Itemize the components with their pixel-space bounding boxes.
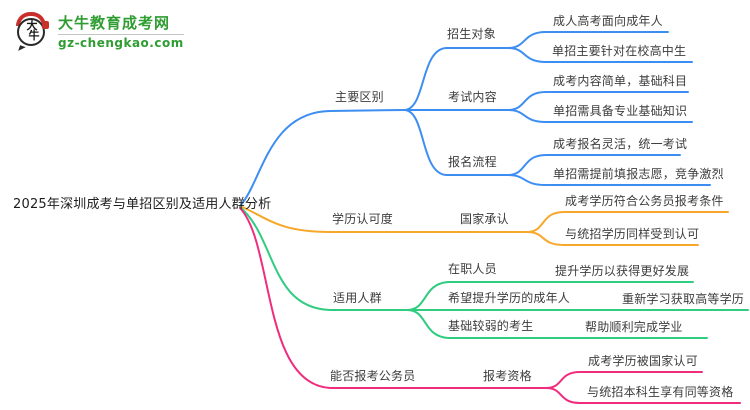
logo-bull-icon: 大牛 bbox=[16, 12, 50, 53]
node-enrollment-target: 招生对象 bbox=[447, 27, 496, 41]
leaf-degree-state-recognized: 成考学历被国家认可 bbox=[588, 354, 698, 368]
logo-red-cap-icon bbox=[16, 12, 46, 26]
logo-text: 大牛教育成考网 gz-chengkao.com bbox=[58, 12, 184, 50]
logo-circle bbox=[17, 18, 45, 46]
branch-lines-civil-servant bbox=[239, 207, 741, 404]
node-working-professionals: 在职人员 bbox=[448, 262, 497, 276]
logo-red-seal-icon bbox=[42, 21, 49, 29]
leaf-same-recognition-as-regular: 与统招学历同样受到认可 bbox=[565, 227, 700, 241]
leaf-danzhao-for-high-school: 单招主要针对在校高中生 bbox=[552, 44, 687, 58]
branch-lines-degree-recognition bbox=[239, 205, 729, 246]
leaf-adult-exam-for-adults: 成人高考面向成年人 bbox=[553, 14, 663, 28]
leaf-better-career-development: 提升学历以获得更好发展 bbox=[555, 264, 690, 278]
node-adults-seeking-degree: 希望提升学历的成年人 bbox=[448, 291, 571, 305]
node-application-qualification: 报考资格 bbox=[483, 369, 532, 383]
site-url: gz-chengkao.com bbox=[58, 34, 184, 50]
leaf-chengkao-flexible-registration: 成考报名灵活，统一考试 bbox=[553, 137, 688, 151]
leaf-relearn-higher-education: 重新学习获取高等学历 bbox=[622, 292, 745, 306]
leaf-danzhao-professional-knowledge: 单招需具备专业基础知识 bbox=[553, 104, 688, 118]
branch-lines-suitable-groups bbox=[239, 206, 749, 339]
branch-lines-main-differences bbox=[239, 31, 711, 207]
node-weak-foundation-students: 基础较弱的考生 bbox=[448, 319, 534, 333]
node-degree-recognition: 学历认可度 bbox=[332, 212, 394, 226]
leaf-civil-servant-eligible-degree: 成考学历符合公务员报考条件 bbox=[565, 194, 724, 208]
node-civil-servant-eligibility: 能否报考公务员 bbox=[330, 369, 416, 383]
leaf-complete-studies-smoothly: 帮助顺利完成学业 bbox=[585, 320, 683, 334]
leaf-danzhao-early-application: 单招需提前填报志愿，竞争激烈 bbox=[553, 167, 724, 181]
node-main-differences: 主要区别 bbox=[335, 90, 384, 104]
logo-characters: 大牛 bbox=[26, 19, 40, 43]
leaf-equal-to-regular-bachelor: 与统招本科生享有同等资格 bbox=[587, 385, 734, 399]
node-state-recognized: 国家承认 bbox=[460, 212, 509, 226]
leaf-chengkao-simple-content: 成考内容简单，基础科目 bbox=[553, 74, 688, 88]
site-logo: 大牛 大牛教育成考网 gz-chengkao.com bbox=[16, 12, 184, 53]
node-suitable-groups: 适用人群 bbox=[333, 291, 382, 305]
site-name: 大牛教育成考网 bbox=[58, 14, 171, 32]
node-exam-content: 考试内容 bbox=[448, 90, 497, 104]
node-registration-process: 报名流程 bbox=[448, 155, 497, 169]
root-node: 2025年深圳成考与单招区别及适用人群分析 bbox=[13, 197, 272, 212]
